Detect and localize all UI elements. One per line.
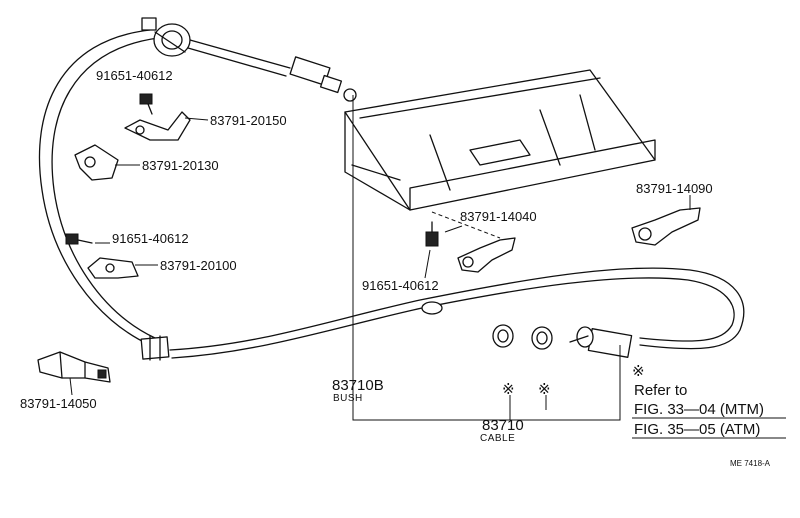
bolt-91651-top	[139, 93, 153, 115]
asterisk-mark-2: ※	[538, 381, 551, 398]
asterisk-mark-1: ※	[502, 381, 515, 398]
clamp-83791-20100	[87, 257, 139, 279]
drawing-code: ME 7418-A	[730, 459, 771, 468]
reference-line3: FIG. 35—05 (ATM)	[634, 421, 760, 438]
label-91651-40612-mid: 91651-40612	[112, 231, 189, 246]
clamp-83791-14040	[431, 211, 516, 273]
seal-left	[492, 324, 514, 348]
label-83791-20130: 83791-20130	[142, 158, 219, 173]
reference-line1: Refer to	[634, 382, 687, 399]
bolt-91651-low	[425, 221, 439, 247]
label-91651-40612-low: 91651-40612	[362, 278, 439, 293]
meter-housing	[344, 69, 656, 211]
label-cable-name: CABLE	[480, 433, 515, 444]
label-bush-name: BUSH	[333, 393, 363, 404]
clamp-83791-14090	[631, 207, 701, 246]
label-83791-20100: 83791-20100	[160, 258, 237, 273]
reference-mark: ※	[632, 363, 645, 380]
bolt-91651-mid	[65, 233, 93, 245]
label-91651-40612-top: 91651-40612	[96, 68, 173, 83]
label-83791-20150: 83791-20150	[210, 113, 287, 128]
label-cable-number: 83710	[482, 417, 524, 434]
label-83791-14090: 83791-14090	[636, 181, 713, 196]
clamp-83791-20150	[124, 111, 191, 141]
speedometer-cable	[38, 29, 745, 359]
cable-grommet-top	[141, 17, 191, 57]
cable-meter-end	[289, 56, 357, 102]
cable-transmission-end	[569, 326, 633, 358]
seal-right	[531, 326, 553, 350]
label-83791-14050: 83791-14050	[20, 396, 97, 411]
label-bush-number: 83710B	[332, 377, 384, 394]
leader-lines	[69, 95, 691, 421]
bracket-83791-14050	[37, 351, 111, 383]
clamp-83791-20130	[74, 144, 119, 181]
cable-bush	[421, 301, 443, 315]
reference-line2: FIG. 33—04 (MTM)	[634, 401, 764, 418]
label-83791-14040: 83791-14040	[460, 209, 537, 224]
cable-joint	[140, 335, 170, 361]
